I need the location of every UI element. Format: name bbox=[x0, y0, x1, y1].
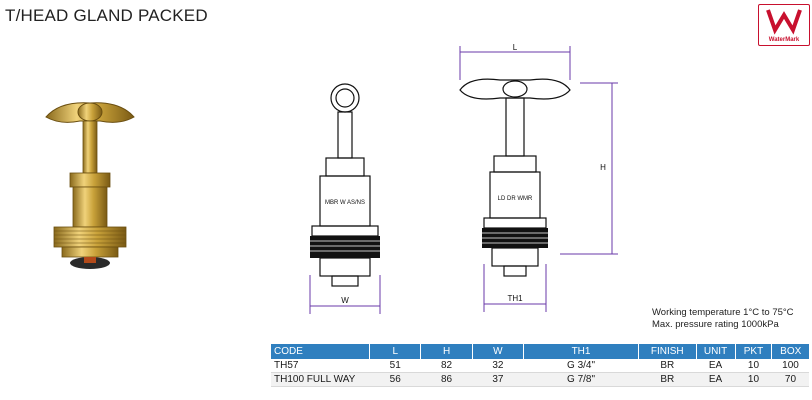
table-row: TH57 51 82 32 G 3/4" BR EA 10 100 bbox=[271, 359, 809, 373]
technical-drawing-side: MBR W AS/NS W bbox=[309, 83, 381, 314]
cell-w: 32 bbox=[472, 359, 524, 373]
watermark-label: WaterMark bbox=[768, 37, 800, 43]
working-temperature: Working temperature 1°C to 75°C bbox=[652, 307, 794, 318]
cell-pkt: 10 bbox=[735, 359, 772, 373]
dimension-w-label: W bbox=[341, 296, 349, 305]
header-l: L bbox=[369, 344, 422, 359]
dimension-th1-label: TH1 bbox=[507, 294, 523, 303]
header-th1: TH1 bbox=[523, 344, 640, 359]
table-header-row: CODE L H W TH1 FINISH UNIT PKT BOX bbox=[271, 344, 809, 359]
cell-unit: EA bbox=[696, 359, 736, 373]
cell-w: 37 bbox=[472, 372, 524, 387]
product-table-container: CODE L H W TH1 FINISH UNIT PKT BOX TH57 … bbox=[271, 344, 809, 387]
cell-h: 82 bbox=[420, 359, 473, 373]
technical-drawing-front: L H LD DR WMR TH1 bbox=[459, 43, 618, 312]
pressure-rating: Max. pressure rating 1000kPa bbox=[652, 319, 779, 330]
specifications: Working temperature 1°C to 75°C Max. pre… bbox=[652, 307, 794, 331]
header-h: H bbox=[420, 344, 473, 359]
left-body-text: MBR W AS/NS bbox=[325, 200, 365, 206]
product-photo bbox=[45, 102, 135, 269]
product-table: CODE L H W TH1 FINISH UNIT PKT BOX TH57 … bbox=[271, 344, 809, 387]
dimension-h-label: H bbox=[600, 163, 606, 172]
header-box: BOX bbox=[771, 344, 809, 359]
cell-th1: G 7/8" bbox=[523, 372, 639, 387]
header-unit: UNIT bbox=[696, 344, 736, 359]
cell-finish: BR bbox=[638, 359, 697, 373]
cell-th1: G 3/4" bbox=[523, 359, 639, 373]
cell-box: 70 bbox=[771, 372, 809, 387]
header-pkt: PKT bbox=[735, 344, 773, 359]
cell-pkt: 10 bbox=[735, 372, 772, 387]
cell-h: 86 bbox=[420, 372, 473, 387]
cell-code: TH57 bbox=[271, 359, 370, 373]
cell-box: 100 bbox=[771, 359, 809, 373]
cell-finish: BR bbox=[638, 372, 697, 387]
watermark-w-icon bbox=[766, 9, 802, 35]
dimension-l-label: L bbox=[513, 43, 518, 52]
watermark-logo: WaterMark bbox=[758, 4, 810, 46]
cell-code: TH100 FULL WAY bbox=[271, 372, 370, 387]
page-title: T/HEAD GLAND PACKED bbox=[5, 6, 208, 25]
cell-l: 56 bbox=[369, 372, 421, 387]
right-body-text: LD DR WMR bbox=[498, 196, 533, 202]
cell-unit: EA bbox=[696, 372, 736, 387]
cell-l: 51 bbox=[369, 359, 421, 373]
header-w: W bbox=[472, 344, 525, 359]
header-code: CODE bbox=[271, 344, 371, 359]
table-row: TH100 FULL WAY 56 86 37 G 7/8" BR EA 10 … bbox=[271, 372, 809, 387]
header-finish: FINISH bbox=[638, 344, 697, 359]
